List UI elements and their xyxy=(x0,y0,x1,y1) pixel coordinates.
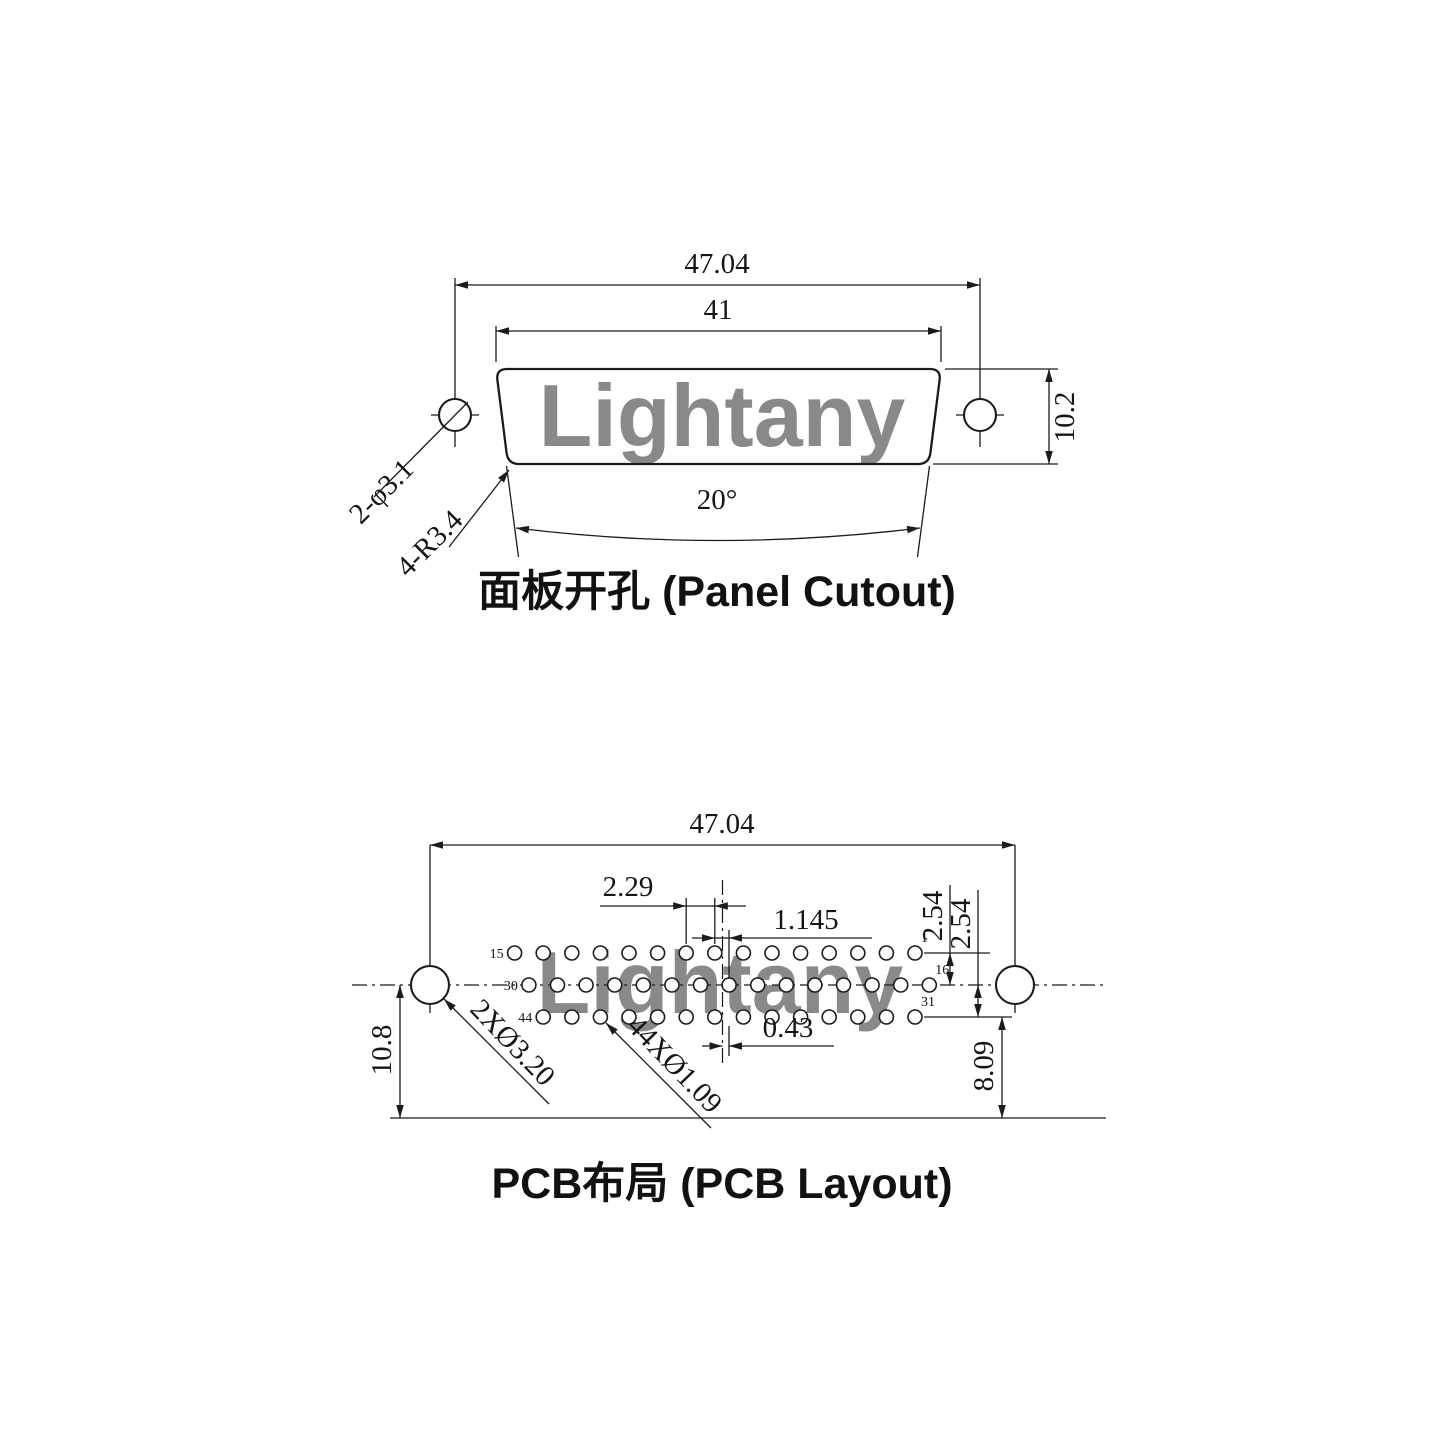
pin-hole xyxy=(706,945,723,961)
dim-bottom-right: 8.09 xyxy=(968,1017,1006,1118)
pin-hole xyxy=(764,1009,780,1025)
pin-hole xyxy=(621,1009,637,1025)
pin-hole xyxy=(692,977,709,993)
dim-half-pitch-label: 1.145 xyxy=(773,904,838,936)
pin-hole xyxy=(563,1009,580,1025)
panel-mount-hole-right xyxy=(962,397,998,433)
pin-hole xyxy=(849,1009,866,1025)
pin-hole xyxy=(535,945,552,961)
pin-hole xyxy=(792,1009,809,1025)
dim-center-offset-label: 0.43 xyxy=(763,1012,814,1044)
pin-hole xyxy=(835,977,852,993)
pin-hole xyxy=(621,945,637,961)
pin-hole xyxy=(764,945,780,961)
pcb-layout-caption: PCB布局 (PCB Layout) xyxy=(491,1160,952,1208)
angle-extension-line xyxy=(505,465,520,558)
pin-number-label: 1 xyxy=(921,931,928,946)
dim-panel-outer-width: 47.04 xyxy=(455,248,980,289)
pin-hole xyxy=(606,977,623,993)
pin-number-label: 44 xyxy=(518,1011,532,1026)
dim-panel-height: 10.2 xyxy=(933,368,1081,465)
pin-hole xyxy=(778,977,795,993)
pin-hole xyxy=(792,945,809,961)
pin-hole xyxy=(664,977,680,993)
pin-hole xyxy=(721,977,737,993)
leader-line xyxy=(373,401,469,498)
panel-cutout-caption: 面板开孔 (Panel Cutout) xyxy=(478,568,956,616)
pin-hole xyxy=(706,1009,723,1025)
pin-number-label: 31 xyxy=(921,995,935,1010)
dim-pcb-outer-width: 47.04 xyxy=(430,808,1015,849)
dim-bottom-right-label: 8.09 xyxy=(968,1041,1000,1092)
pin-hole xyxy=(892,977,909,993)
angle-extension-line xyxy=(916,465,931,558)
dim-panel-height-label: 10.2 xyxy=(1049,392,1081,443)
pin-hole xyxy=(821,945,838,961)
dim-row-gap-top-label: 2.54 xyxy=(917,890,949,941)
panel-hole-diameter-label: 2-φ3.1 xyxy=(343,453,420,530)
leader-line xyxy=(448,469,510,548)
pin-number-label: 15 xyxy=(490,947,504,962)
pin-hole xyxy=(592,1009,609,1025)
angle-dimension-arc xyxy=(515,525,921,542)
pin-hole xyxy=(535,1009,552,1025)
pin-hole xyxy=(749,977,766,993)
dim-center-offset: 0.43 xyxy=(702,1012,834,1056)
pin-number-label: 30 xyxy=(504,979,518,994)
pin-hole xyxy=(849,945,866,961)
dim-pin-pitch: 2.29 xyxy=(600,871,746,944)
dim-pcb-outer-width-label: 47.04 xyxy=(689,808,755,840)
pin-number-label: 16 xyxy=(935,963,949,978)
pin-hole xyxy=(649,1009,666,1025)
dim-angle-label: 20° xyxy=(697,484,738,516)
dim-bottom-left-label: 10.8 xyxy=(366,1025,398,1076)
pin-hole xyxy=(907,1009,923,1025)
pin-hole xyxy=(592,945,609,961)
dim-row-gap-top: 2.54 xyxy=(917,885,954,985)
pin-hole xyxy=(878,1009,895,1025)
corner-radius-label: 4-R3.4 xyxy=(390,504,469,583)
pin-hole xyxy=(921,977,938,993)
pin-hole xyxy=(864,977,880,993)
dim-panel-outer-width-label: 47.04 xyxy=(684,248,750,280)
dim-half-pitch: 1.145 xyxy=(692,904,872,978)
dim-row-gap-bottom: 2.54 xyxy=(945,890,982,1017)
leader-line xyxy=(443,998,550,1105)
pin-hole xyxy=(807,977,823,993)
pin-hole xyxy=(878,945,895,961)
dim-panel-inner-width-label: 41 xyxy=(704,294,733,326)
pin-hole xyxy=(635,977,652,993)
dim-row-gap-bottom-label: 2.54 xyxy=(945,898,977,949)
pin-hole xyxy=(821,1009,838,1025)
pcb-mount-hole-left xyxy=(409,964,451,1006)
pin-hole xyxy=(506,945,523,961)
pin-hole xyxy=(735,945,752,961)
pcb-mount-hole-right xyxy=(994,964,1036,1006)
dim-pin-pitch-label: 2.29 xyxy=(603,871,654,903)
dim-panel-inner-width: 41 xyxy=(495,294,942,362)
pin-hole xyxy=(907,945,923,961)
leader-line xyxy=(605,1022,712,1129)
pin-field: 15 1 30 16 44 31 xyxy=(490,931,950,1026)
pin-hole xyxy=(578,977,594,993)
pin-hole xyxy=(735,1009,752,1025)
dim-bottom-left: 10.8 xyxy=(366,985,404,1118)
pin-hole xyxy=(521,977,537,993)
pin-hole xyxy=(678,945,695,961)
pin-hole xyxy=(649,945,666,961)
pin-hole xyxy=(678,1009,695,1025)
pin-hole xyxy=(563,945,580,961)
pin-hole xyxy=(549,977,566,993)
connector-cutout-outline xyxy=(496,367,941,466)
watermark-top: Lightany xyxy=(539,366,906,465)
